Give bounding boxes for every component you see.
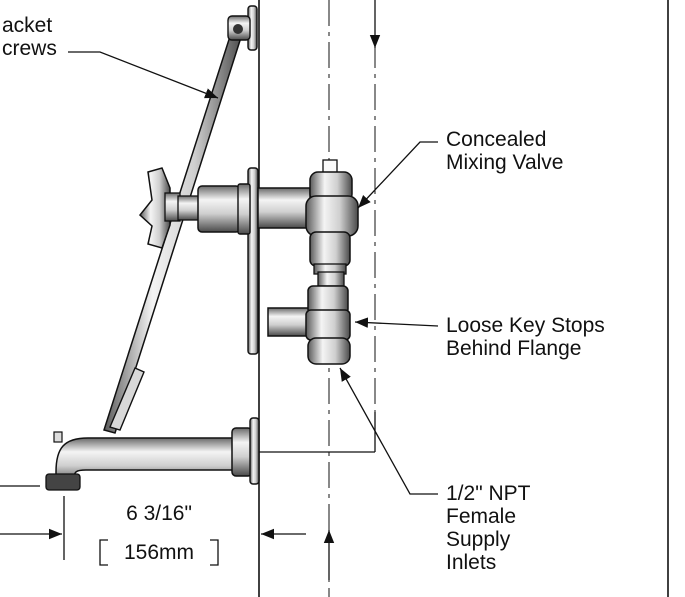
callout-bracket-screws: acket crews: [2, 14, 57, 60]
width-dimension: [0, 485, 306, 566]
valve-handle: [138, 167, 201, 249]
dimension-metric: 156mm: [123, 541, 195, 564]
dimension-imperial: 6 3/16": [126, 502, 192, 525]
callout-key-stops-line-2: Behind Flange: [446, 337, 582, 360]
callout-bracket-screws-line-1: acket: [2, 14, 53, 37]
callout-supply-inlets-line-1: 1/2" NPT: [446, 482, 531, 505]
callout-supply-inlets-line-4: Inlets: [446, 551, 497, 574]
callout-key-stops: Loose Key Stops Behind Flange: [446, 314, 605, 360]
callout-supply-inlets: 1/2" NPT Female Supply Inlets: [446, 482, 530, 574]
valve-stem: [197, 183, 311, 235]
callout-supply-inlets-line-2: Female: [446, 505, 517, 528]
callout-mixing-valve-line-1: Concealed: [446, 128, 547, 151]
bracket-mount: [227, 5, 258, 51]
callout-bracket-screws-line-2: crews: [2, 37, 57, 60]
callout-mixing-valve-line-2: Mixing Valve: [446, 151, 564, 174]
callout-mixing-valve: Concealed Mixing Valve: [446, 128, 564, 174]
leader-lines: [68, 51, 439, 495]
spout: [45, 417, 260, 491]
mixing-valve-body: [305, 159, 359, 287]
callout-key-stops-line-1: Loose Key Stops: [446, 314, 605, 337]
key-stop: [267, 285, 351, 365]
dimension-arrows: [259, 0, 381, 580]
callout-supply-inlets-line-3: Supply: [446, 528, 511, 551]
